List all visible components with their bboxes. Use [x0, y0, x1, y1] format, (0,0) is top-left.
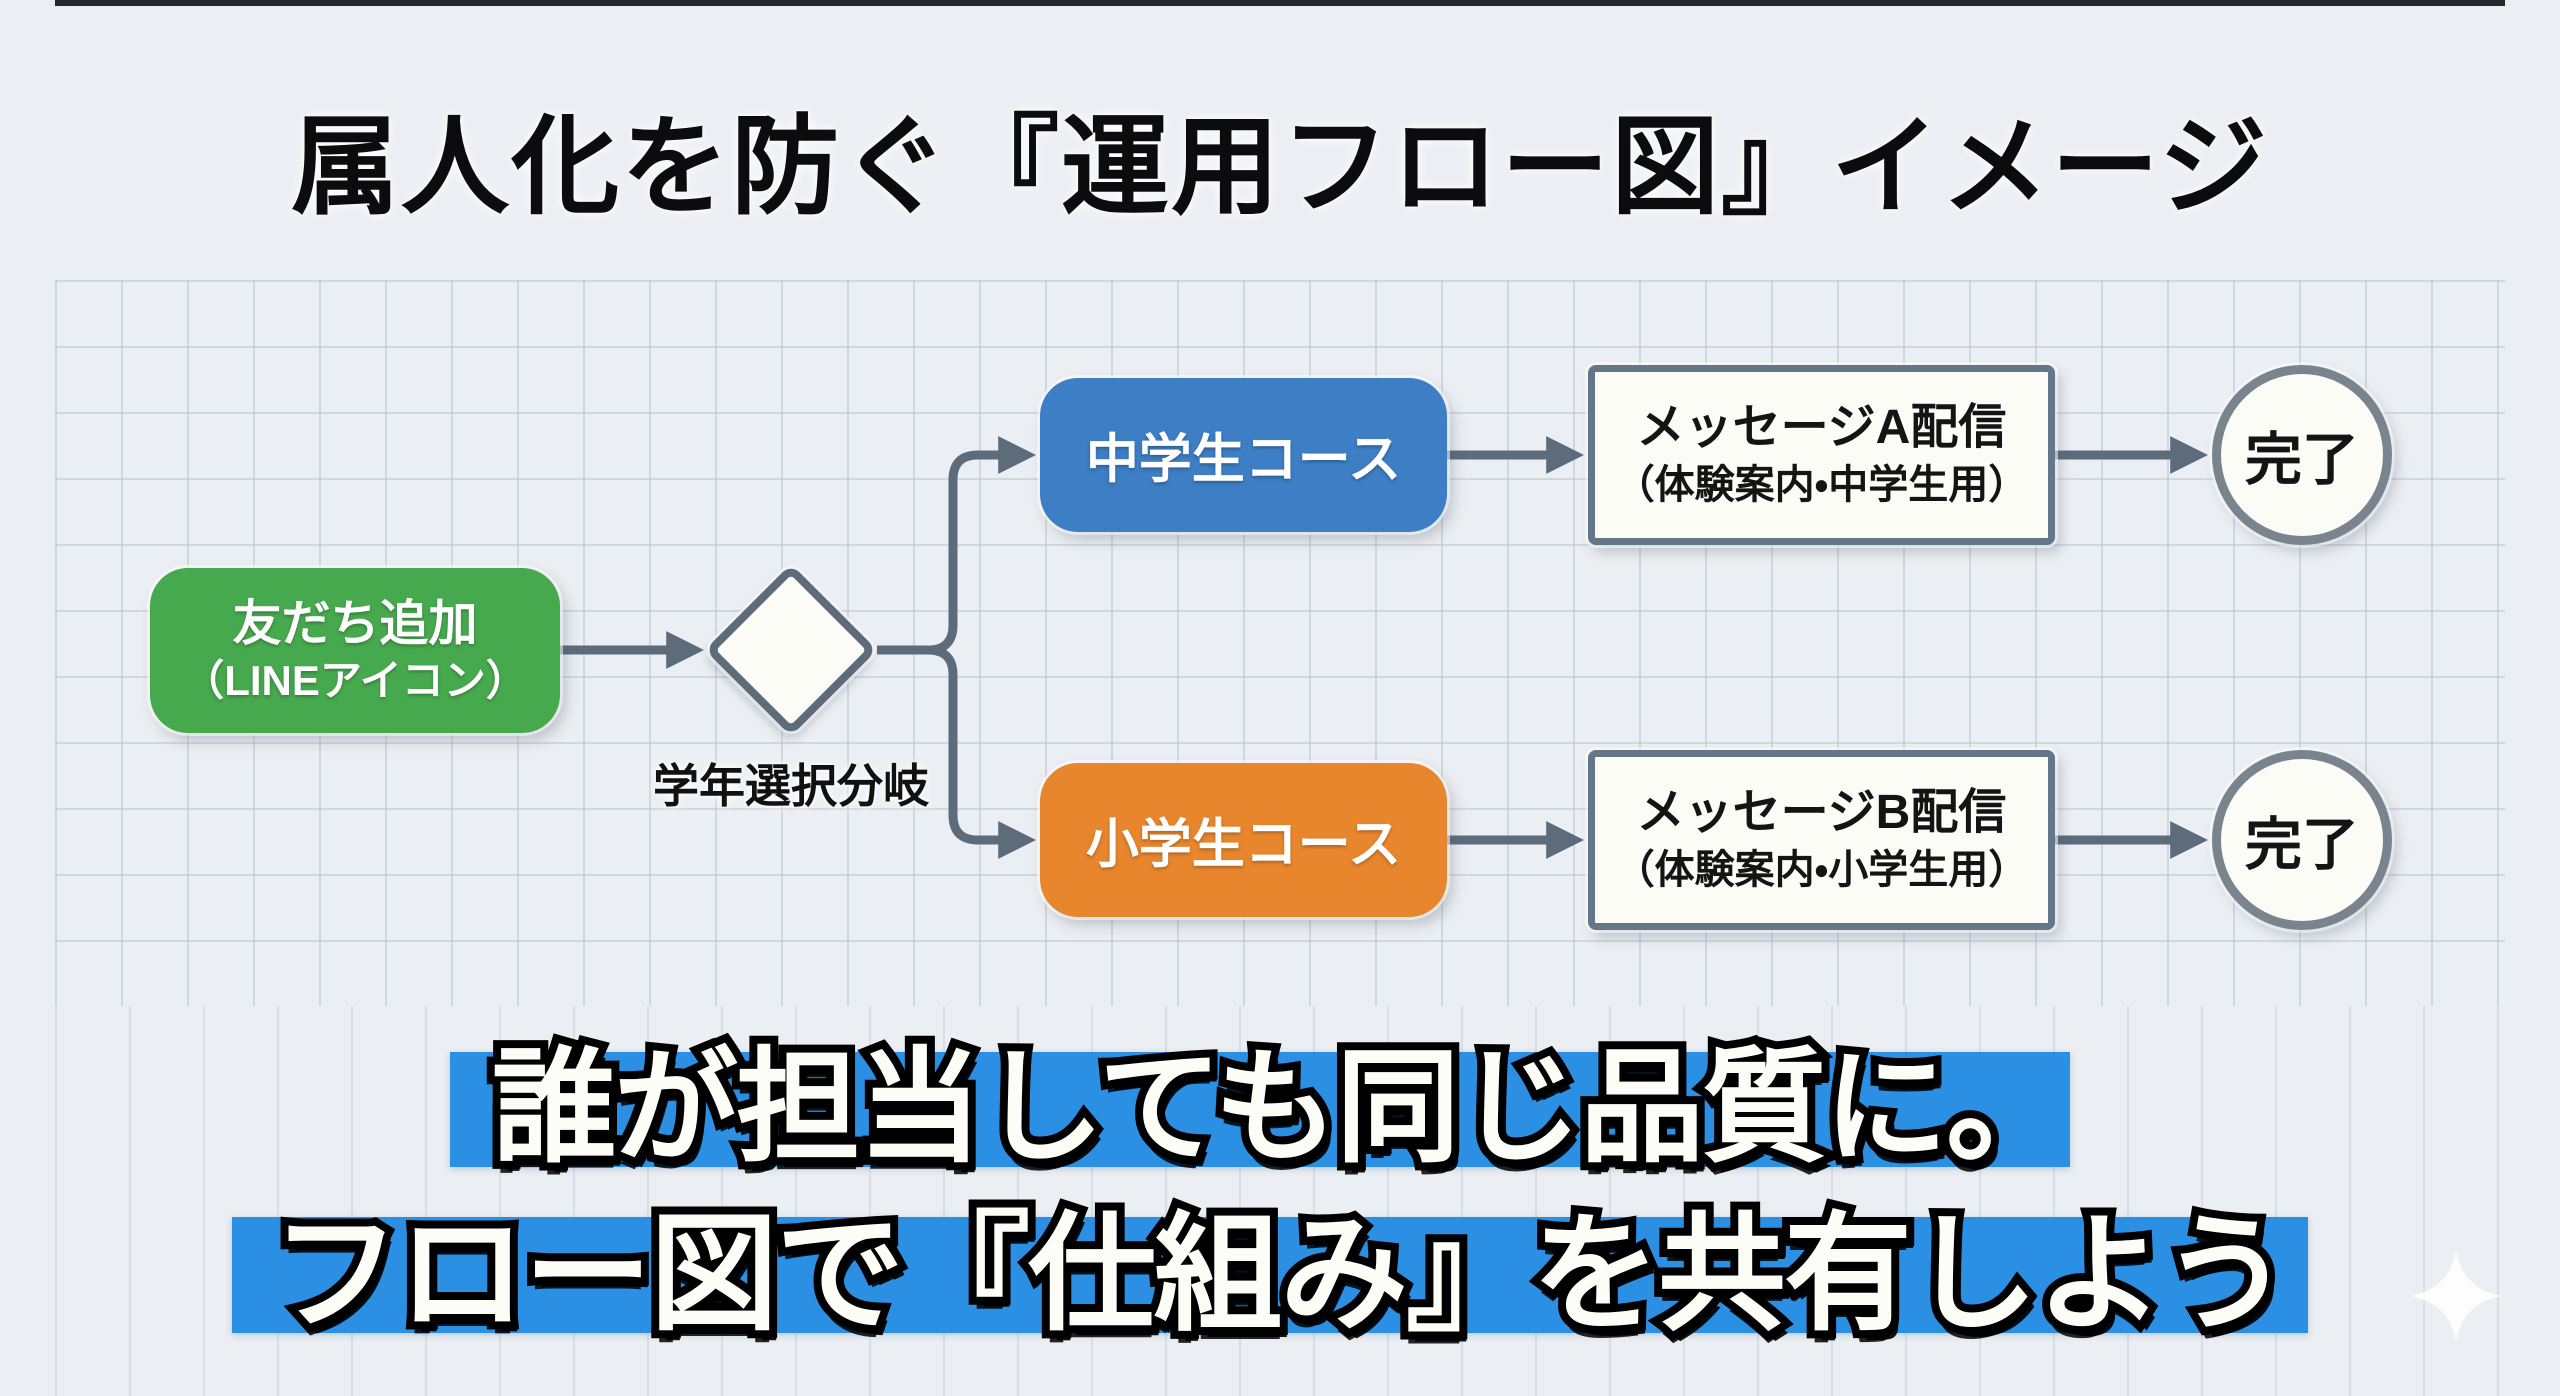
sparkle-icon	[2409, 1249, 2503, 1343]
caption-line2-outline: フロー図で『仕組み』を共有しよう	[264, 1195, 2298, 1354]
message-b-line1: メッセージB配信	[1636, 786, 2007, 839]
course-node-elementary: 小学生コース	[1040, 763, 1447, 917]
caption-highlight-bar-2	[232, 1217, 2308, 1333]
caption-line1: 誰が担当しても同じ品質に。	[491, 1039, 2070, 1177]
message-node-b: メッセージB配信 （体験案内・小学生用）	[1588, 750, 2055, 930]
decision-label: 学年選択分岐	[653, 760, 929, 812]
end-node-top-label: 完了	[2245, 428, 2359, 492]
course-node-label: 中学生コース	[1085, 430, 1402, 489]
message-b-line2: （体験案内・小学生用）	[1614, 848, 2029, 892]
caption-highlight-bar-1	[450, 1052, 2070, 1167]
message-node-a: メッセージA配信 （体験案内・中学生用）	[1588, 365, 2055, 545]
course-node-junior-high: 中学生コース	[1040, 378, 1447, 532]
end-node-bottom-label: 完了	[2245, 813, 2359, 877]
caption-line2: フロー図で『仕組み』を共有しよう	[271, 1203, 2290, 1346]
message-a-line2: （体験案内・中学生用）	[1614, 463, 2029, 507]
caption-line1-outline: 誰が担当しても同じ品質に。	[484, 1031, 2078, 1185]
start-node-label-line2: （LINEアイコン）	[182, 656, 528, 704]
course-node-label: 小学生コース	[1085, 815, 1402, 874]
end-node-bottom: 完了	[2212, 750, 2392, 930]
message-a-line1: メッセージA配信	[1636, 401, 2007, 454]
top-edge-bar	[55, 0, 2505, 6]
start-node-label-line1: 友だち追加	[232, 596, 478, 651]
end-node-top: 完了	[2212, 365, 2392, 545]
start-node-friend-add: 友だち追加 （LINEアイコン）	[150, 568, 560, 733]
page-title: 属人化を防ぐ『運用フロー図』イメージ	[291, 106, 2269, 227]
